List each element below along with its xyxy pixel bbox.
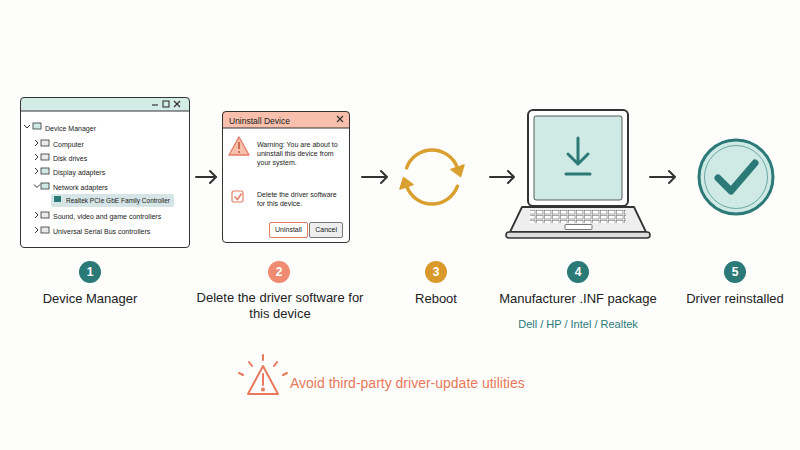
arrow-line [196, 176, 216, 178]
step-number: 2 [268, 261, 290, 283]
step-caption: Delete the driver software for this devi… [190, 290, 370, 322]
node-text: Cancel [315, 225, 337, 235]
device-manager-window: Realtek PCIe GbE Family Controller Device… [20, 97, 190, 248]
step-number: 4 [567, 261, 589, 283]
refresh-arc [407, 186, 458, 204]
step-caption: Driver reinstalled [677, 291, 793, 307]
refresh-head [451, 165, 464, 177]
tree-chevron [34, 185, 40, 188]
node-text: Realtek PCIe GbE Family Controller [66, 194, 170, 207]
tree-chevron [35, 212, 38, 218]
laptop-lid [528, 110, 628, 206]
refresh-arc [407, 150, 458, 168]
dialog-button: Uninstall [269, 222, 308, 238]
step-caption: Manufacturer .INF package [486, 291, 670, 307]
minimize-icon [152, 104, 158, 105]
node-text: 2 [276, 266, 283, 278]
dialog-art [222, 111, 350, 243]
node-text: Universal Serial Bus controllers [53, 227, 150, 236]
tree-icon [41, 140, 49, 146]
node-text: 1 [87, 266, 94, 278]
step-number: 5 [724, 261, 746, 283]
download-icon [566, 138, 590, 174]
node-text: Network adapters [53, 183, 108, 192]
dialog-button: Cancel [309, 222, 343, 238]
dialog-header [222, 111, 350, 128]
node-text: Uninstall [275, 225, 302, 235]
success-icon [699, 140, 773, 214]
selected-device-row: Realtek PCIe GbE Family Controller [51, 194, 174, 207]
caution-mark [262, 389, 264, 391]
step-caption: Dell / HP / Intel / Realtek [486, 316, 670, 332]
tree-chevron [35, 140, 38, 146]
node-text: 4 [575, 266, 582, 278]
step-caption: Device Manager [10, 291, 170, 307]
node-text: Computer [53, 140, 84, 149]
warning-mark [238, 142, 240, 149]
dialog-fill [222, 111, 350, 243]
check-ring [705, 146, 768, 209]
touchpad [565, 225, 592, 230]
laptop-edge [506, 232, 650, 238]
node-text: Delete the driver software for this devi… [257, 190, 345, 208]
tree-chevron [35, 154, 38, 160]
check-mark [718, 163, 755, 191]
node-text: Disk drives [53, 154, 87, 163]
warning-note: Avoid third-party driver-update utilitie… [290, 375, 525, 391]
node-text: 3 [433, 266, 440, 278]
caution-mark [262, 374, 264, 385]
tree-icon [41, 227, 49, 233]
close-icon [337, 116, 343, 122]
title-rule [20, 111, 190, 112]
node-text: 5 [732, 266, 739, 278]
tree-chevron [24, 125, 30, 128]
close-icon [174, 101, 180, 107]
caution-rays [239, 355, 287, 375]
title-bar [20, 97, 190, 111]
tree-icon [41, 168, 49, 174]
step-caption: Reboot [376, 291, 496, 307]
step-arrow [362, 171, 387, 183]
tree-icon [33, 123, 41, 129]
window-art [20, 97, 190, 248]
laptop-screen [534, 116, 622, 200]
maximize-icon [163, 101, 169, 107]
node-text: Warning: You are about to uninstall this… [257, 140, 345, 167]
tree-chevron [35, 227, 38, 233]
node-text: Uninstall Device [229, 116, 290, 126]
step-number: 1 [79, 261, 101, 283]
laptop-base [510, 207, 646, 232]
tree-icon [41, 183, 49, 189]
reboot-icon [400, 150, 464, 204]
window-fill [20, 97, 190, 248]
flow-arrow [196, 171, 216, 183]
checkbox [232, 191, 243, 202]
tree-icon [41, 212, 49, 218]
keyboard [530, 210, 626, 223]
tree-icon [41, 154, 49, 160]
warning-icon [229, 137, 249, 155]
step-arrow [490, 171, 514, 183]
caution-triangle [248, 366, 278, 394]
step-number: 3 [425, 261, 447, 283]
laptop-icon [506, 110, 650, 238]
uninstall-dialog: Uninstall Cancel Uninstall DeviceWarning: … [222, 111, 350, 243]
node-text: Device Manager [45, 124, 96, 133]
checkbox-tick [235, 194, 242, 200]
tree-chevron [35, 168, 38, 174]
check-circle [699, 140, 773, 214]
arrow-head [210, 171, 216, 183]
step-arrow [650, 171, 675, 183]
node-text: Sound, video and game controllers [53, 212, 161, 221]
caution-icon [239, 355, 287, 394]
header-rule [222, 128, 350, 129]
refresh-head [400, 178, 413, 190]
warning-mark [238, 151, 240, 153]
node-text: Display adapters [53, 168, 105, 177]
